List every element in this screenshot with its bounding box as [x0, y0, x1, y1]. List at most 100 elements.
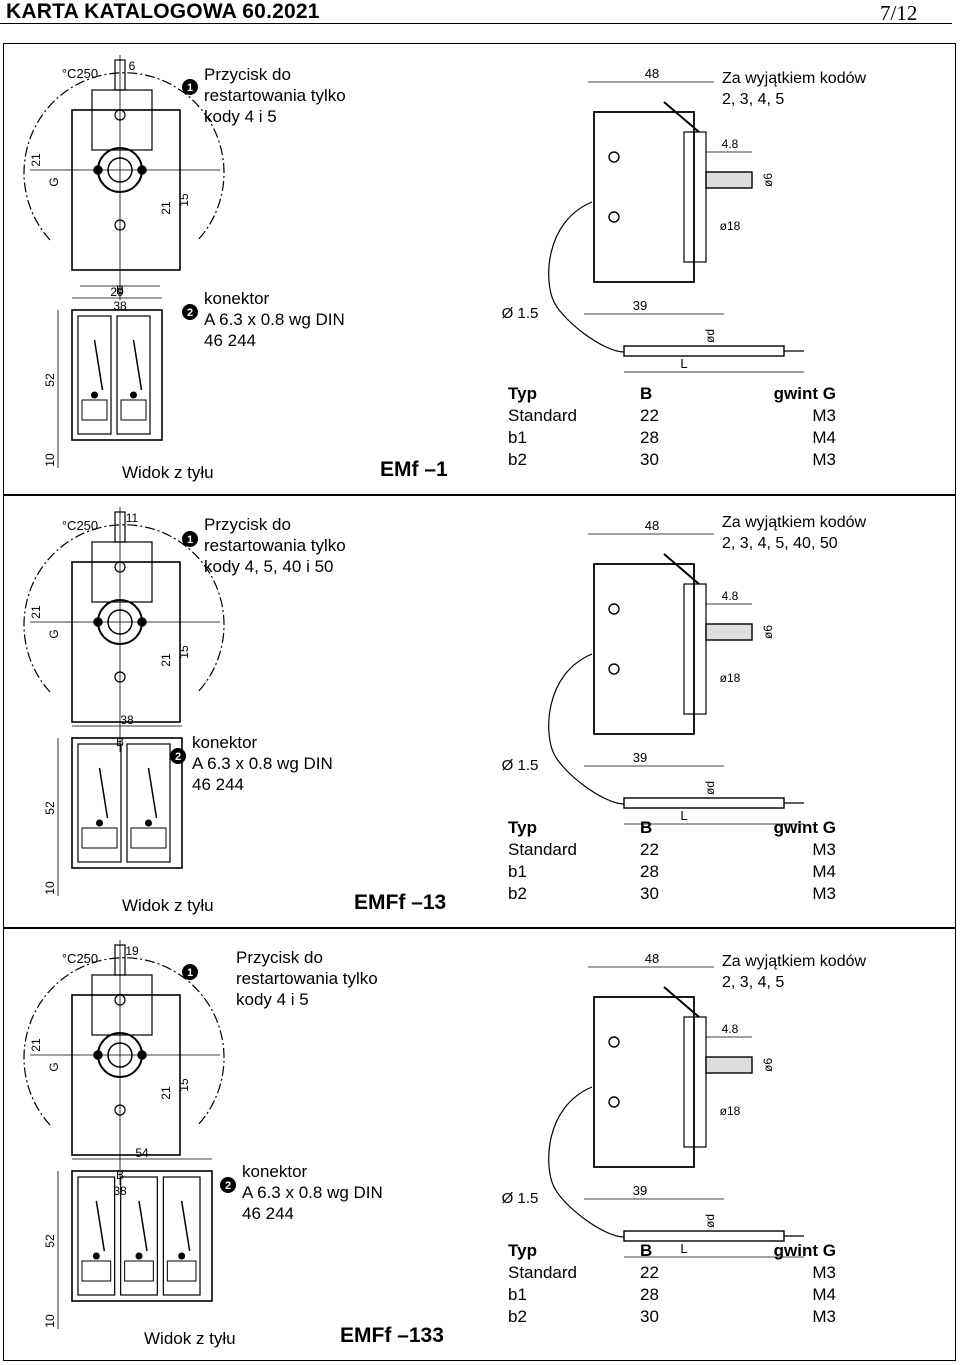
- dim-b-label: B: [116, 1168, 124, 1182]
- probe-dia-label: ød: [703, 1214, 717, 1228]
- except-codes-line: 2, 3, 4, 5: [722, 91, 785, 108]
- dim-width-label: 19: [125, 944, 139, 958]
- spec-table-cell: 22: [640, 840, 659, 859]
- spec-table-header-cell: B: [640, 818, 653, 837]
- connector-note-line: A 6.3 x 0.8 wg DIN: [192, 754, 333, 773]
- except-codes-line: Za wyjątkiem kodów: [722, 953, 867, 970]
- dim-h2-label: 21: [159, 653, 173, 667]
- side-d6-label: ø6: [761, 625, 775, 639]
- connector-note-line: 46 244: [192, 775, 244, 794]
- except-codes-line: 2, 3, 4, 5, 40, 50: [722, 535, 838, 552]
- dim-b-label: B: [116, 735, 124, 749]
- spec-table-row: b2 30 M3: [504, 1307, 844, 1329]
- reset-button-note-line: kody 4 i 5: [204, 107, 277, 126]
- connector-note-line: konektor: [192, 733, 258, 752]
- callout-1-marker: [182, 531, 198, 547]
- spec-table-cell: b2: [508, 1307, 527, 1326]
- temp-range-label: °C250: [62, 951, 98, 966]
- spec-table-row: Standard 22 M3: [504, 840, 844, 862]
- rear-view-drawing: 54 52 10: [43, 1146, 213, 1329]
- dim-h2-label: 21: [159, 1086, 173, 1100]
- probe-dia-label: ød: [703, 329, 717, 343]
- spec-table-cell: 22: [640, 1263, 659, 1282]
- spec-table-cell: Standard: [508, 840, 577, 859]
- spec-table-header-cell: gwint G: [773, 1241, 836, 1260]
- spec-table-cell: M3: [812, 1263, 836, 1282]
- reset-button-note-line: restartowania tylko: [236, 969, 378, 988]
- spec-table-cell: 28: [640, 1285, 659, 1304]
- spec-table-header-cell: B: [640, 384, 653, 403]
- spec-table-cell: M3: [812, 1307, 836, 1326]
- page-number: 7/12: [880, 1, 918, 25]
- spec-table-header-cell: B: [640, 1241, 653, 1260]
- probe-length-label: L: [680, 356, 687, 371]
- except-codes-line: Za wyjątkiem kodów: [722, 70, 867, 87]
- reset-button-note-line: Przycisk do: [204, 515, 291, 534]
- spec-table-cell: M4: [812, 428, 836, 447]
- dim-b-label: B: [116, 283, 124, 297]
- callout-2-marker-number: 2: [175, 751, 181, 763]
- rear-base-label: 10: [43, 453, 57, 467]
- side-width-label: 48: [645, 66, 659, 81]
- dim-g-label: G: [47, 1062, 61, 1071]
- rear-view-label: Widok z tyłu: [122, 896, 214, 915]
- spec-table-header-cell: Typ: [508, 384, 537, 403]
- dim-h3-label: 15: [177, 193, 191, 207]
- model-name: EMf –1: [380, 458, 448, 481]
- model-name: EMFf –13: [354, 891, 447, 914]
- connector-note: konektor A 6.3 x 0.8 wg DIN 46 244: [192, 732, 333, 795]
- capillary-dia-label: Ø 1.5: [502, 757, 539, 774]
- side-len-label: 39: [633, 298, 647, 313]
- reset-button-note-line: Przycisk do: [236, 948, 323, 967]
- spec-table-cell: 30: [640, 450, 659, 469]
- spec-table-cell: b1: [508, 1285, 527, 1304]
- side-h18-label: ø18: [720, 671, 741, 685]
- callout-2-marker-number: 2: [187, 307, 193, 319]
- spec-table-cell: 30: [640, 884, 659, 903]
- spec-table-header-cell: gwint G: [773, 818, 836, 837]
- spec-table-cell: M4: [812, 862, 836, 881]
- callout-1-marker: [182, 964, 198, 980]
- spec-table-cell: 30: [640, 1307, 659, 1326]
- model-name: EMFf –133: [340, 1324, 444, 1347]
- spec-table-header-cell: Typ: [508, 1241, 537, 1260]
- except-codes-note: Za wyjątkiem kodów 2, 3, 4, 5: [722, 68, 866, 110]
- connector-note-line: 46 244: [242, 1204, 294, 1223]
- side-h18-label: ø18: [720, 1104, 741, 1118]
- dim-h1-label: 21: [29, 153, 43, 167]
- except-codes-line: Za wyjątkiem kodów: [722, 514, 867, 531]
- dim-h1-label: 21: [29, 605, 43, 619]
- callout-2-marker: [170, 748, 186, 764]
- spec-table-cell: Standard: [508, 1263, 577, 1282]
- dim-width-label: 11: [126, 511, 139, 525]
- rear-width-label: 29: [110, 285, 124, 299]
- spec-table-cell: Standard: [508, 406, 577, 425]
- probe-length-label: L: [680, 1241, 687, 1256]
- rear-height-label: 52: [43, 373, 57, 387]
- dim-h1-label: 21: [29, 1038, 43, 1052]
- connector-note-line: A 6.3 x 0.8 wg DIN: [204, 310, 345, 329]
- rear-base-label: 10: [43, 1314, 57, 1328]
- dim-g-label: G: [47, 177, 61, 186]
- catalog-title: KARTA KATALOGOWA 60.2021: [6, 0, 320, 23]
- side-thickness-label: 4.8: [722, 1022, 739, 1036]
- connector-note-line: 46 244: [204, 331, 256, 350]
- rear-width-label: 54: [135, 1146, 149, 1160]
- spec-table-cell: M3: [812, 840, 836, 859]
- callout-1-marker-number: 1: [187, 534, 193, 546]
- rear-height-label: 52: [43, 1234, 57, 1248]
- side-width-label: 48: [645, 518, 659, 533]
- connector-note-line: konektor: [242, 1162, 308, 1181]
